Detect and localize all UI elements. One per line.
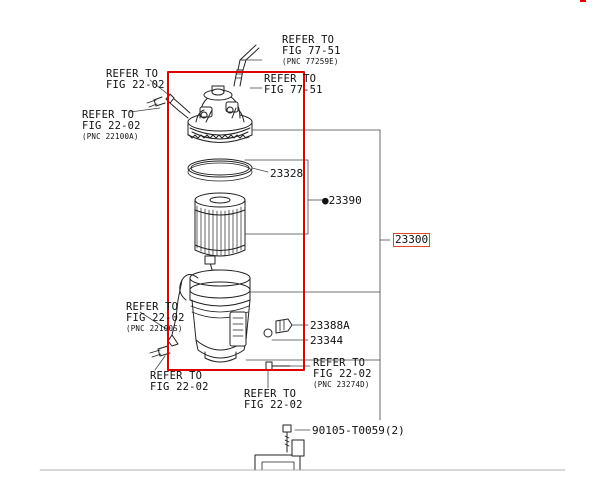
small-parts-drawing [254,318,305,471]
part-23388a[interactable]: 23388A [310,319,350,332]
ref-line-1: REFER TO [82,109,135,121]
part-bolt-90105[interactable]: 90105-T0059(2) [312,424,405,437]
ref-line-2: FIG 22-02 [150,381,209,393]
part-23300[interactable]: 23300 [393,233,431,247]
filter-head-drawing [146,44,260,143]
ref-line-1: REFER TO [244,388,297,400]
ref-line-2: FIG 22-02 [106,79,165,91]
ref-line-2: FIG 22-02 [244,399,303,411]
ref-line-1: REFER TO [282,34,335,46]
corner-mark [580,0,586,2]
ref-fig-22-02-bl[interactable]: REFER TO FIG 22-02 [150,371,209,393]
ref-line-1: REFER TO [126,301,179,313]
ref-line-1: REFER TO [106,68,159,80]
ref-line-2: FIG 22-02 [126,312,185,324]
ref-fig-22-02-top2[interactable]: REFER TO FIG 22-02 (PNC 22100A) [82,109,141,142]
ref-fig-22-02-mid[interactable]: REFER TO FIG 22-02 (PNC 22100S) [126,301,185,334]
ref-line-3: (PNC 23274D) [313,380,370,389]
ref-fig-77-51-a[interactable]: REFER TO FIG 77-51 (PNC 77259E) [282,34,341,67]
leader-lines [129,59,391,431]
ref-line-2: FIG 22-02 [82,120,141,132]
ref-line-2: FIG 22-02 [313,368,372,380]
ref-fig-22-02-br[interactable]: REFER TO FIG 22-02 (PNC 23274D) [313,357,372,390]
ref-line-3: (PNC 22100S) [126,324,183,333]
o-ring-drawing [187,158,253,182]
part-23344[interactable]: 23344 [310,334,344,347]
filter-element-drawing [194,192,246,257]
part-23328[interactable]: 23328 [270,167,304,180]
filter-bowl-drawing [149,255,251,363]
ref-line-3: (PNC 77259E) [282,57,339,66]
ref-line-2: FIG 77-51 [282,45,341,57]
ref-fig-77-51-b[interactable]: REFER TO FIG 77-51 [264,74,323,96]
ref-line-3: (PNC 22100A) [82,132,139,141]
ref-line-1: REFER TO [264,73,317,85]
ref-line-2: FIG 77-51 [264,84,323,96]
ref-fig-22-02-top1[interactable]: REFER TO FIG 22-02 [106,69,165,91]
ref-line-1: REFER TO [313,357,366,369]
part-23390[interactable]: ●23390 [322,194,362,207]
highlight-box [167,71,305,371]
ref-fig-22-02-bc[interactable]: REFER TO FIG 22-02 [244,389,303,411]
ref-line-1: REFER TO [150,370,203,382]
